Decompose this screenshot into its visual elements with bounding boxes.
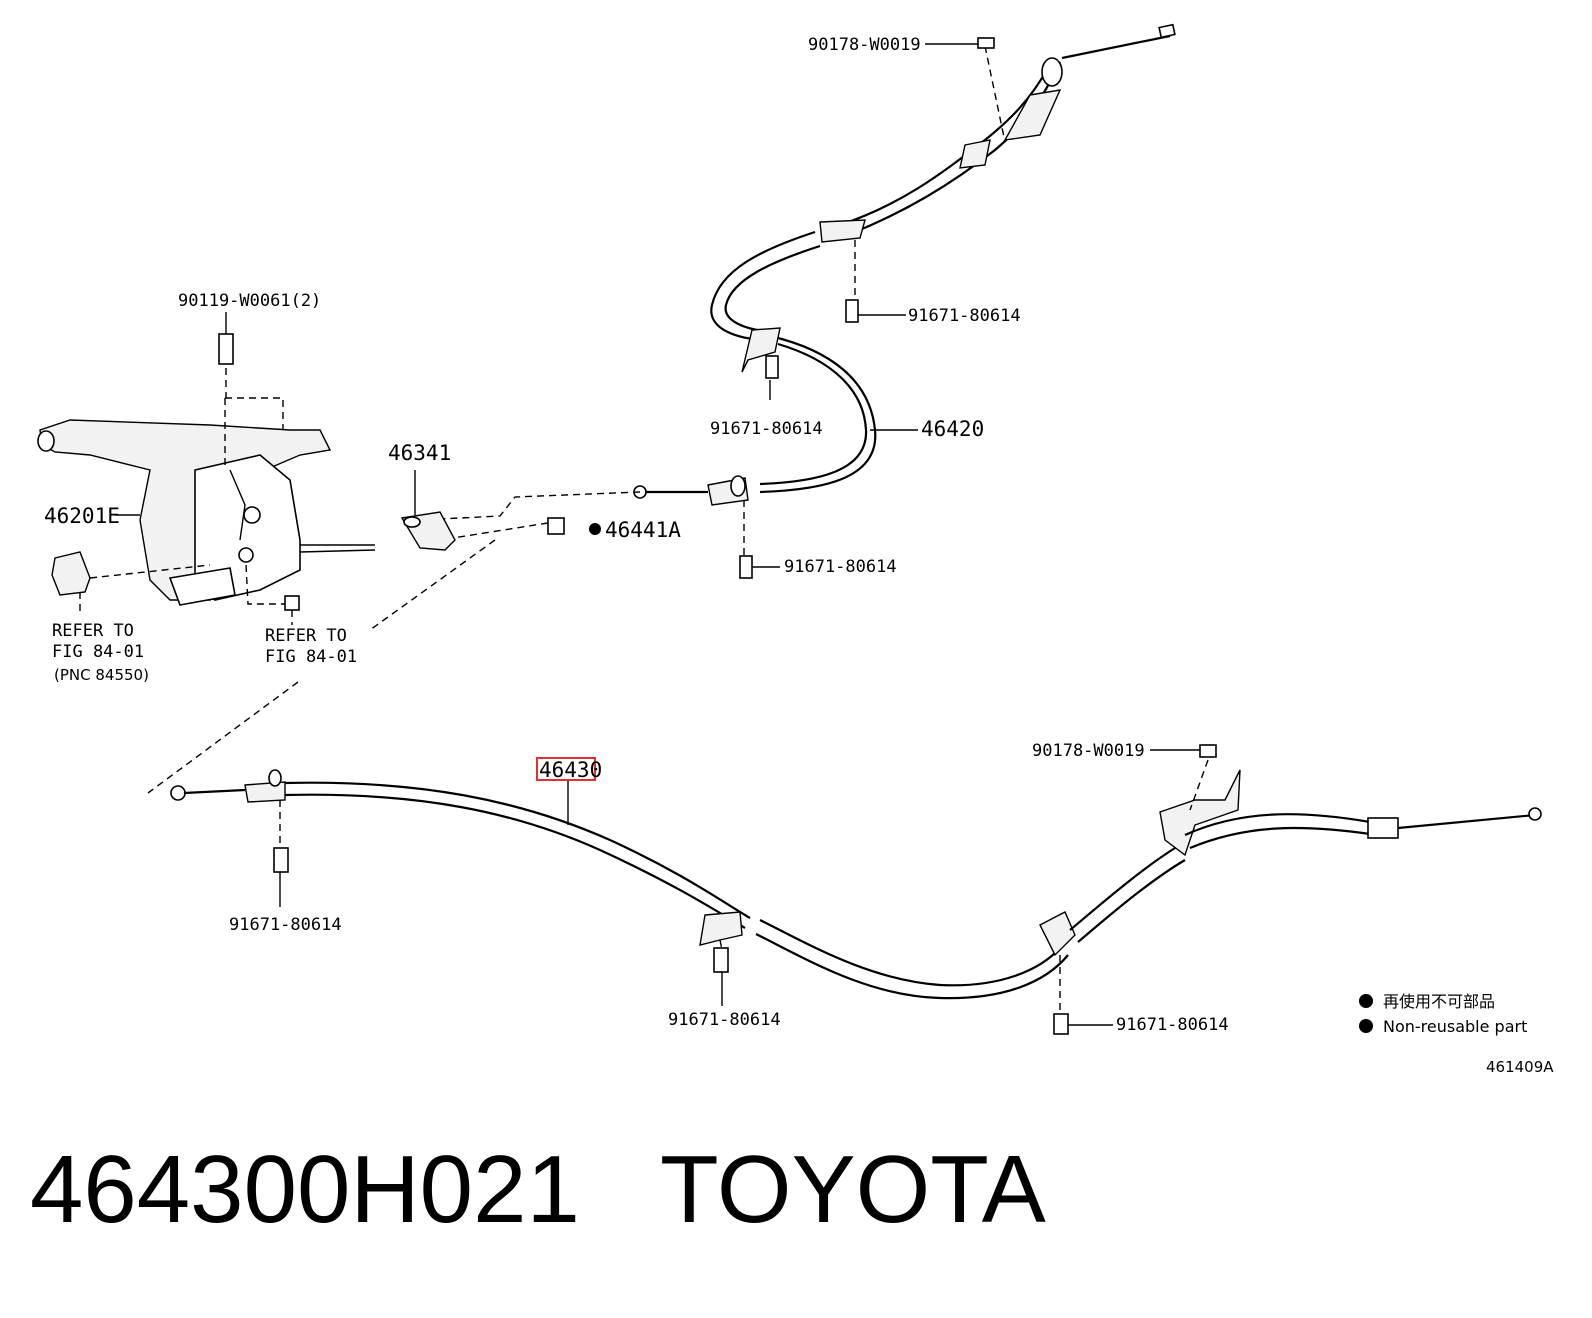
- non-reusable-dot-icon: [1359, 1019, 1373, 1033]
- callout-46420: 46420: [921, 417, 984, 441]
- refer-left-line2: FIG 84-01: [52, 642, 144, 662]
- callout-91671-c: 91671-80614: [784, 557, 897, 577]
- bolt-icon: [273, 744, 1217, 1035]
- bolt-icon: [218, 333, 234, 365]
- caption-brand: TOYOTA: [660, 1136, 1046, 1243]
- legend-jp: 再使用不可部品: [1383, 992, 1495, 1011]
- parking-brake-lever: [37, 419, 376, 606]
- callout-91671-e: 91671-80614: [668, 1010, 781, 1030]
- legend-en: Non-reusable part: [1383, 1017, 1527, 1036]
- bolt-icon: [739, 37, 995, 579]
- non-reusable-dot-icon: [1359, 994, 1373, 1008]
- cable-46430: [170, 769, 1542, 1000]
- refer-mid-line1: REFER TO: [265, 626, 347, 646]
- callout-91671-b: 91671-80614: [710, 419, 823, 439]
- callout-46201e: 46201E: [44, 504, 120, 528]
- callout-91671-d: 91671-80614: [229, 915, 342, 935]
- nut-46441a: [547, 517, 601, 535]
- leader-lines: [115, 43, 1200, 1026]
- callout-46441a: 46441A: [605, 518, 681, 542]
- caption-part-number: 464300H021: [30, 1136, 580, 1243]
- callout-90178-bottom: 90178-W0019: [1032, 741, 1145, 761]
- refer-mid-line2: FIG 84-01: [265, 647, 357, 667]
- callout-91671-f: 91671-80614: [1116, 1015, 1229, 1035]
- highlight-box: [536, 757, 596, 781]
- callout-90178-top: 90178-W0019: [808, 35, 921, 55]
- refer-left-line1: REFER TO: [52, 621, 134, 641]
- refer-left-line3: (PNC 84550): [54, 666, 149, 684]
- callout-46341: 46341: [388, 441, 451, 465]
- callout-90119: 90119-W0061(2): [178, 291, 321, 311]
- cable-46420: [633, 23, 1176, 506]
- callout-46430[interactable]: 46430: [539, 758, 602, 782]
- callout-91671-a: 91671-80614: [908, 306, 1021, 326]
- bracket-46341: [400, 511, 456, 551]
- figure-id: 461409A: [1486, 1058, 1554, 1076]
